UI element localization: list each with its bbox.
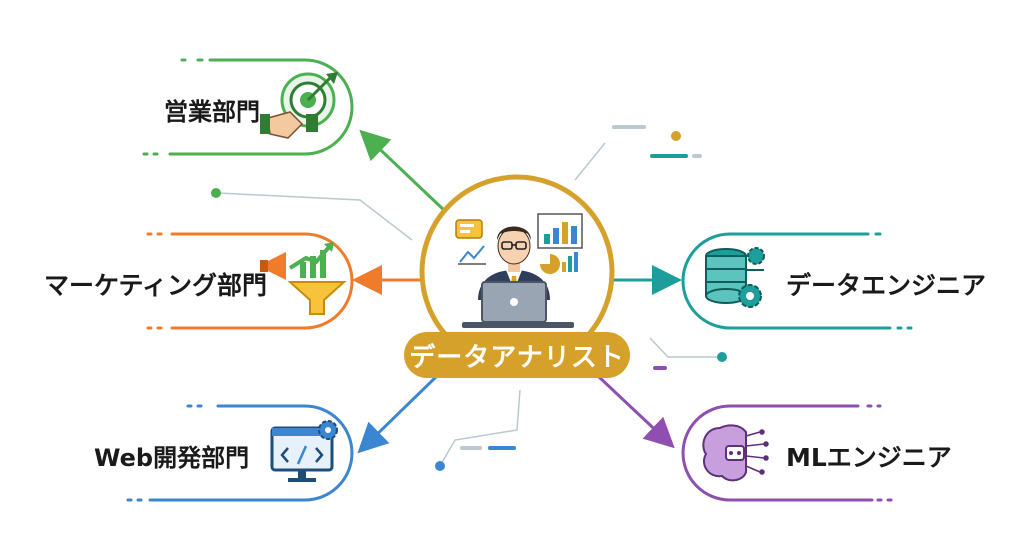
arrow-to-ml-engineer <box>596 374 675 449</box>
megaphone-funnel-icon <box>260 242 347 315</box>
node-label-marketing: マーケティング部門 <box>44 271 268 300</box>
decorative-lines <box>217 142 720 467</box>
arrow-to-web <box>357 373 440 454</box>
web-node-frame <box>126 404 354 502</box>
brain-robot-icon <box>702 424 769 482</box>
analyst-laptop-icon <box>455 213 583 328</box>
database-gears-icon <box>705 247 765 308</box>
decorative-dots <box>211 125 727 471</box>
code-monitor-icon <box>270 420 338 482</box>
node-label-web: Web開発部門 <box>94 444 250 472</box>
ml-engineer-node-frame <box>681 404 900 502</box>
node-label-sales: 営業部門 <box>164 98 260 126</box>
node-label-ml-engineer: MLエンジニア <box>786 443 952 472</box>
marketing-node-frame <box>146 232 354 330</box>
center-title-badge: データアナリスト <box>404 332 630 378</box>
data-engineer-node-frame <box>681 232 918 330</box>
target-handshake-icon <box>260 72 338 139</box>
node-label-data-engineer: データエンジニア <box>786 271 987 300</box>
sales-node-frame <box>142 58 354 156</box>
arrow-to-sales <box>359 129 448 214</box>
